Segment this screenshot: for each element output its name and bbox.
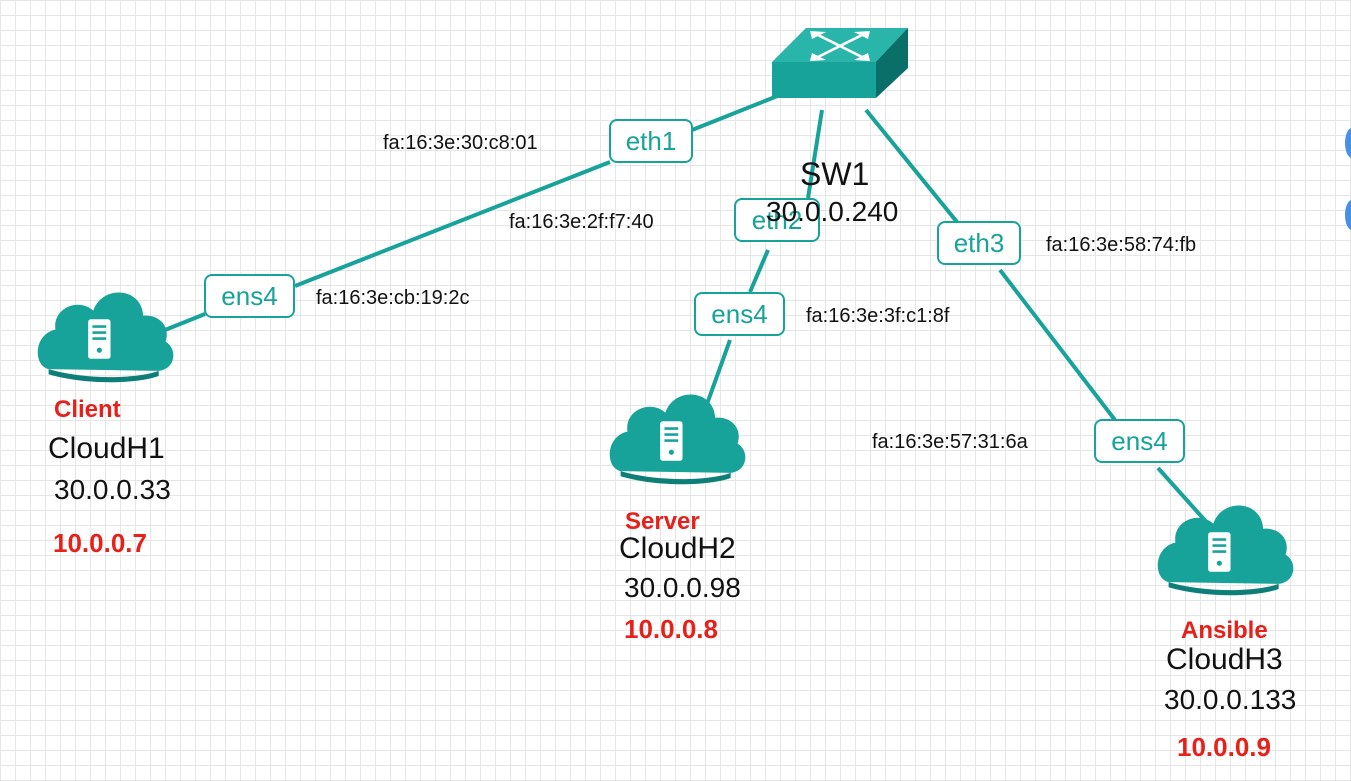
host-cloudh2-private-ip: 10.0.0.8 [624,614,718,644]
mac-cloudh3-ens4: fa:16:3e:57:31:6a [872,431,1028,453]
mac-eth3: fa:16:3e:58:74:fb [1046,234,1197,256]
switch-icon [772,28,908,98]
port-eth1: eth1 [609,119,693,163]
host-cloudh1-icon [37,292,174,383]
host-cloudh2-icon [609,394,746,485]
link-eth3-ens4 [864,108,1212,528]
host-cloudh3-ip: 30.0.0.133 [1164,684,1297,715]
port-eth2: eth2 [734,198,820,242]
host-cloudh1-role: Client [54,396,121,423]
mac-cloudh2-ens4: fa:16:3e:3f:c1:8f [806,305,950,327]
link-eth1-ens4 [159,91,786,334]
host-cloudh1-ip: 30.0.0.33 [54,474,171,505]
port-eth3: eth3 [937,221,1021,265]
host-cloudh3-icon [1157,505,1294,596]
link-eth2-ens4 [705,109,824,405]
switch-ip: 30.0.0.240 [766,196,899,227]
host-cloudh2-name: CloudH2 [619,532,736,565]
host-cloudh1-name: CloudH1 [48,432,165,465]
switch-name: SW1 [800,156,870,192]
host-cloudh2-ip: 30.0.0.98 [624,572,741,603]
edge-marker [1345,200,1351,230]
port-cloudh3-ens4: ens4 [1094,419,1185,463]
edge-marker [1345,128,1351,158]
mac-eth2: fa:16:3e:2f:f7:40 [509,211,654,233]
host-cloudh3-name: CloudH3 [1166,643,1283,676]
host-cloudh2-role: Server [625,508,700,535]
port-cloudh1-ens4: ens4 [204,274,295,318]
port-cloudh2-ens4: ens4 [694,292,785,336]
host-cloudh3-private-ip: 10.0.0.9 [1177,732,1271,762]
host-cloudh3-role: Ansible [1181,617,1268,644]
host-cloudh1-private-ip: 10.0.0.7 [53,528,147,558]
mac-eth1: fa:16:3e:30:c8:01 [383,132,538,154]
mac-cloudh1-ens4: fa:16:3e:cb:19:2c [316,287,470,309]
